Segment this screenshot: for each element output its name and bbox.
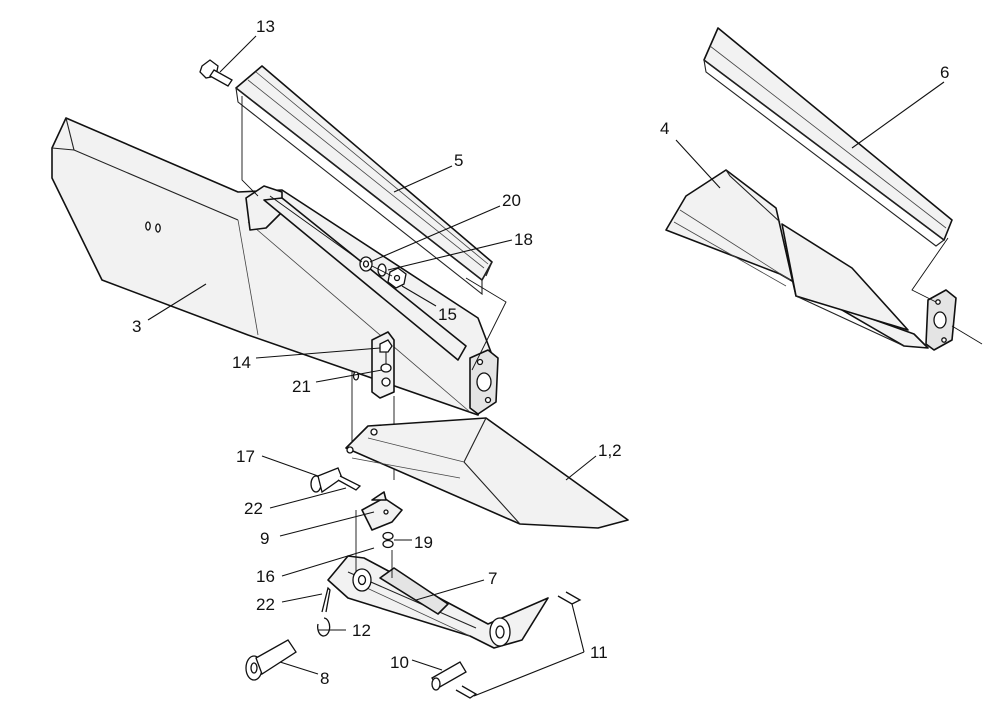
- callout-19: 19: [414, 533, 433, 552]
- callout-15: 15: [438, 305, 457, 324]
- callout-22-upper: 22: [244, 499, 263, 518]
- top-channel-part-6: [703, 27, 953, 247]
- lock-washer-part-18: [377, 263, 387, 277]
- callout-5: 5: [454, 151, 463, 170]
- callout-17: 17: [236, 447, 255, 466]
- callout-14: 14: [232, 353, 251, 372]
- washer-part-19: [382, 531, 394, 549]
- cotter-pin-part-22-lower: [321, 586, 331, 613]
- washer-part-20: [359, 256, 373, 272]
- divider-point-part-1-2: [345, 417, 629, 529]
- callout-3: 3: [132, 317, 141, 336]
- callout-16: 16: [256, 567, 275, 586]
- cotter-pin-part-22-upper: [337, 475, 362, 491]
- bolt-part-14: [379, 339, 393, 364]
- callout-1-2: 1,2: [598, 441, 622, 460]
- callout-8: 8: [320, 669, 329, 688]
- bolt-part-13: [199, 59, 233, 87]
- washer-part-21: [380, 363, 392, 387]
- divider-part-4: [665, 169, 983, 351]
- side-shield-part-3: [51, 117, 499, 416]
- callout-9: 9: [260, 529, 269, 548]
- pin-part-17: [310, 467, 343, 494]
- assembly-lines-lower: [355, 510, 393, 578]
- callout-22-lower: 22: [256, 595, 275, 614]
- pin-part-8: [245, 639, 297, 681]
- callout-20: 20: [502, 191, 521, 210]
- callout-12: 12: [352, 621, 371, 640]
- callout-13: 13: [256, 17, 275, 36]
- clip-part-11: [455, 591, 582, 699]
- bracket-part-9: [361, 491, 403, 531]
- top-channel-part-5: [235, 65, 493, 296]
- callout-7: 7: [488, 569, 497, 588]
- callout-18: 18: [514, 230, 533, 249]
- callout-labels: 13 5 20 18 15 3 14 21 1,2 17 22 9 19 16 …: [132, 17, 949, 688]
- callout-21: 21: [292, 377, 311, 396]
- callout-4: 4: [660, 119, 669, 138]
- leader-lines: [147, 35, 945, 697]
- snap-ring-part-12: [317, 617, 331, 637]
- callout-6: 6: [940, 63, 949, 82]
- callout-11: 11: [590, 643, 608, 662]
- callout-10: 10: [390, 653, 409, 672]
- pin-part-10: [431, 661, 467, 691]
